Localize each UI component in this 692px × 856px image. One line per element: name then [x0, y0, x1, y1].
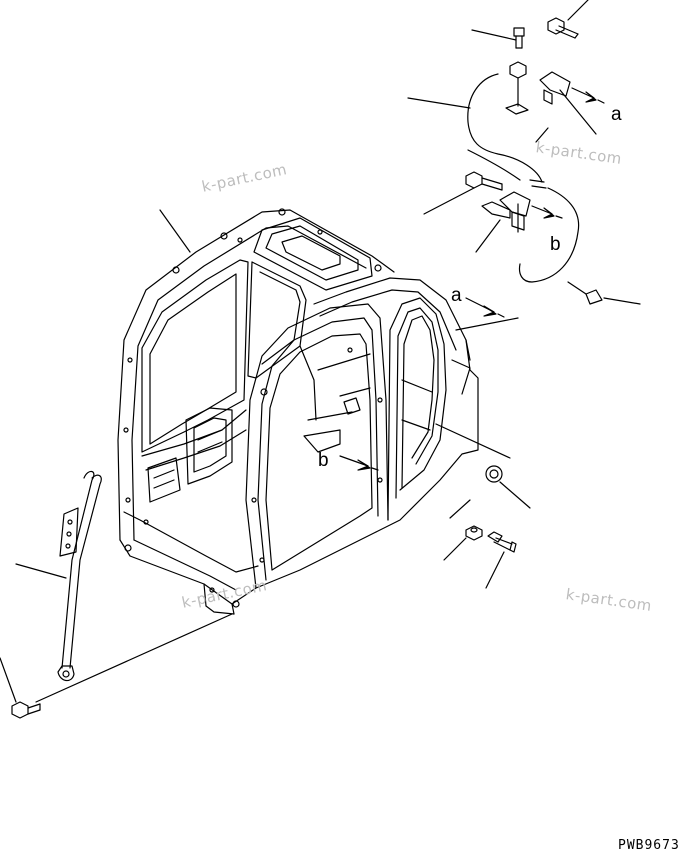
callout-b-detail: b — [550, 234, 561, 255]
callout-arrows — [339, 297, 505, 471]
cab-hardware — [443, 465, 531, 589]
cab-stay — [0, 470, 102, 719]
detail-b-bracket — [423, 171, 641, 305]
drawing-code: PWB9673 — [618, 838, 680, 853]
callout-b-main: b — [318, 450, 329, 471]
callout-a-detail: a — [611, 104, 622, 125]
cab-frame — [35, 208, 519, 703]
callout-a-main: a — [451, 285, 462, 306]
detail-a-bracket — [407, 0, 605, 283]
